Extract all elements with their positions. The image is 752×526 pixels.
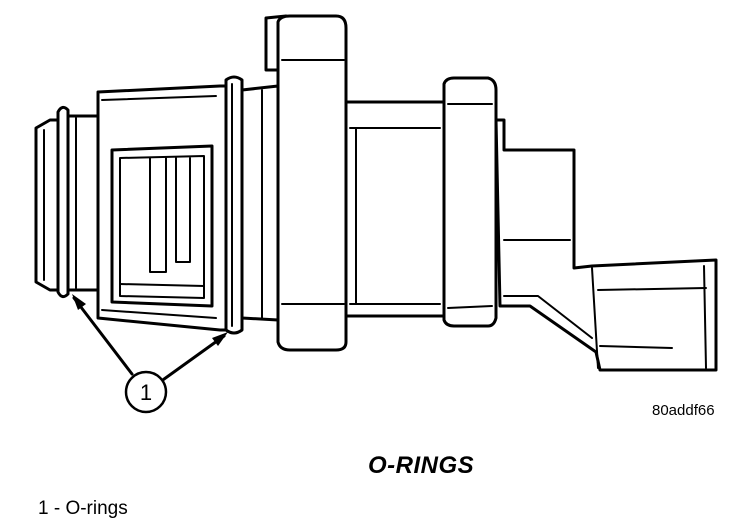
- figure-code: 80addf66: [652, 402, 715, 419]
- callout-leaders: [72, 294, 228, 384]
- solenoid-body: [344, 100, 446, 318]
- o-ring-right: [224, 75, 244, 335]
- callout-number: 1: [140, 380, 152, 405]
- electrical-connector: [494, 118, 718, 372]
- callout-1: 1: [124, 370, 168, 414]
- rear-collar: [442, 76, 498, 328]
- connector-shell: [96, 84, 234, 332]
- collar: [276, 14, 348, 352]
- valve-neck: [240, 84, 280, 322]
- valve-nose: [34, 118, 62, 292]
- legend-item: 1 - O-rings: [38, 498, 128, 519]
- diagram-title: O-RINGS: [368, 452, 475, 479]
- o-ring-left: [56, 105, 100, 299]
